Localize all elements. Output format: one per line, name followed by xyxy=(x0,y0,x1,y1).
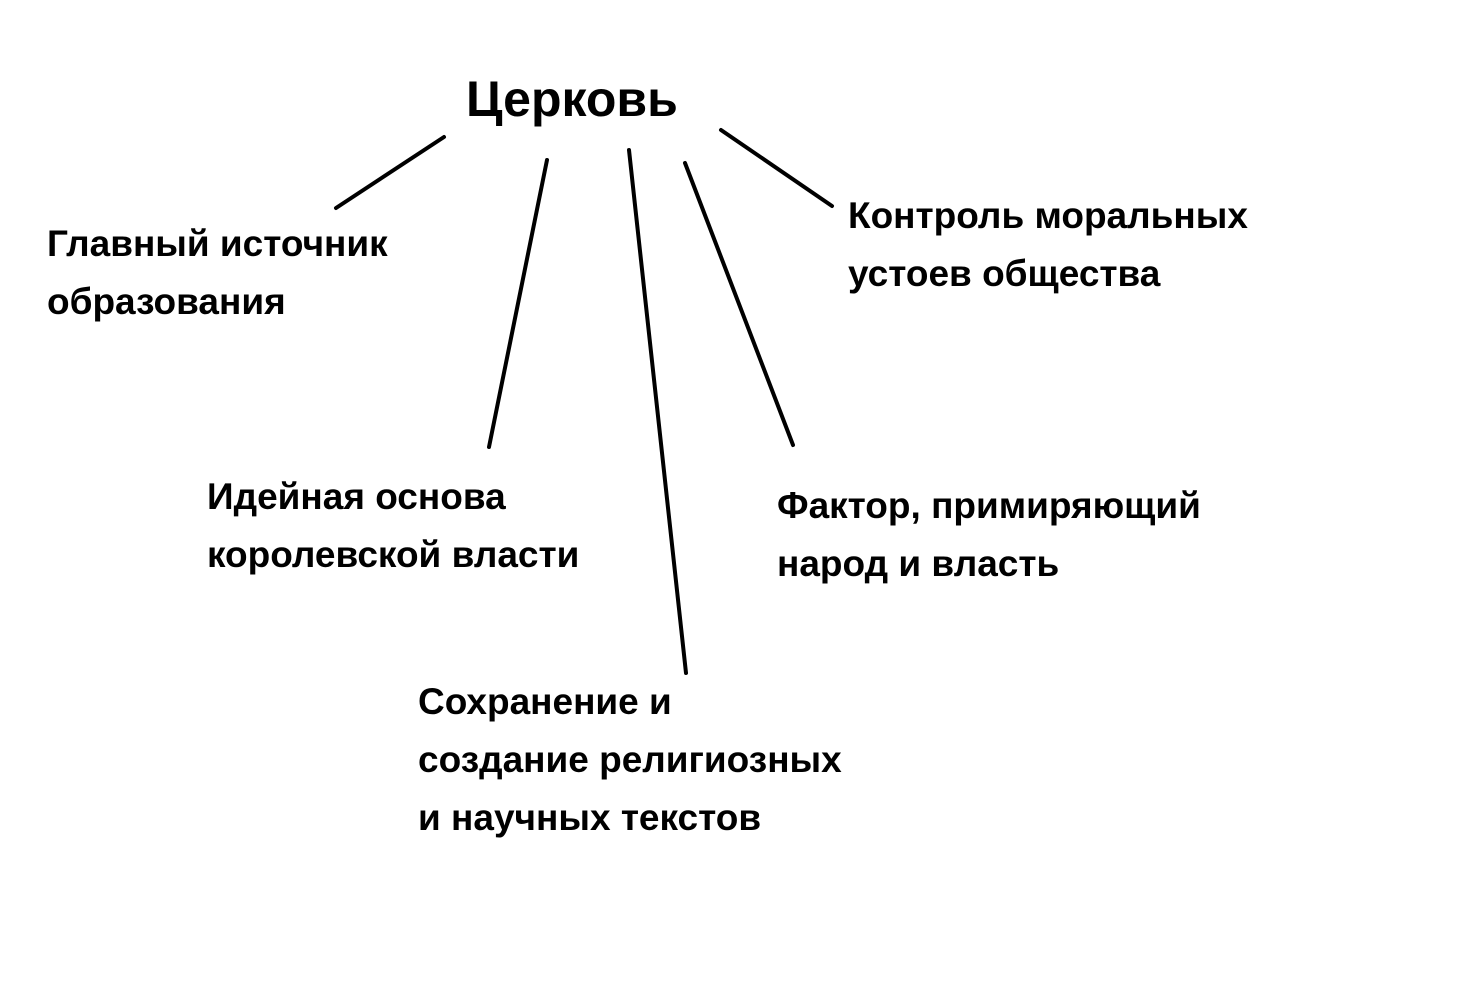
node-text-line: народ и власть xyxy=(777,543,1060,584)
root-node-church: Церковь xyxy=(466,71,678,127)
node-reconciling-factor: Фактор, примиряющий народ и власть xyxy=(777,477,1201,593)
connector-to-morals xyxy=(719,128,834,208)
node-moral-control: Контроль моральных устоев общества xyxy=(848,187,1248,303)
node-texts-preservation: Сохранение и создание религиозных и науч… xyxy=(418,673,842,847)
connector-to-ideology xyxy=(487,158,549,449)
node-text-line: устоев общества xyxy=(848,253,1161,294)
node-text-line: Фактор, примиряющий xyxy=(777,485,1201,526)
node-text-line: Сохранение и xyxy=(418,681,672,722)
connector-to-texts xyxy=(627,148,688,675)
node-royal-power-ideology: Идейная основа королевской власти xyxy=(207,468,579,584)
node-text-line: и научных текстов xyxy=(418,797,762,838)
node-text-line: Идейная основа xyxy=(207,476,506,517)
node-text-line: создание религиозных xyxy=(418,739,842,780)
node-text-line: образования xyxy=(47,281,286,322)
connector-to-reconcile xyxy=(683,161,795,447)
node-text-line: королевской власти xyxy=(207,534,580,575)
node-education: Главный источник образования xyxy=(47,215,388,331)
node-text-line: Главный источник xyxy=(47,223,388,264)
node-text-line: Контроль моральных xyxy=(848,195,1248,236)
connector-to-education xyxy=(334,135,446,210)
